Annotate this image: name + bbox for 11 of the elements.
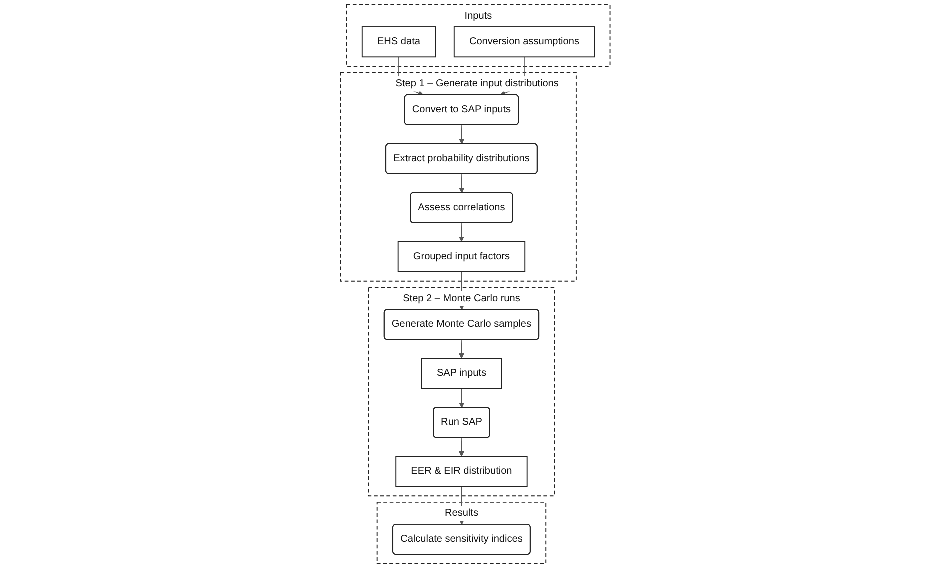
- arrow: [458, 222, 464, 242]
- node-box: EER & EIR distribution: [396, 456, 528, 488]
- arrow: [458, 340, 464, 359]
- arrow: [459, 174, 465, 194]
- node-box: SAP inputs: [421, 358, 502, 390]
- node-box: Grouped input factors: [398, 241, 526, 272]
- node-box: Conversion assumptions: [454, 26, 596, 58]
- arrow: [458, 438, 464, 457]
- arrow: [459, 124, 465, 144]
- node-box: EHS data: [362, 26, 436, 58]
- arrow: [459, 388, 465, 408]
